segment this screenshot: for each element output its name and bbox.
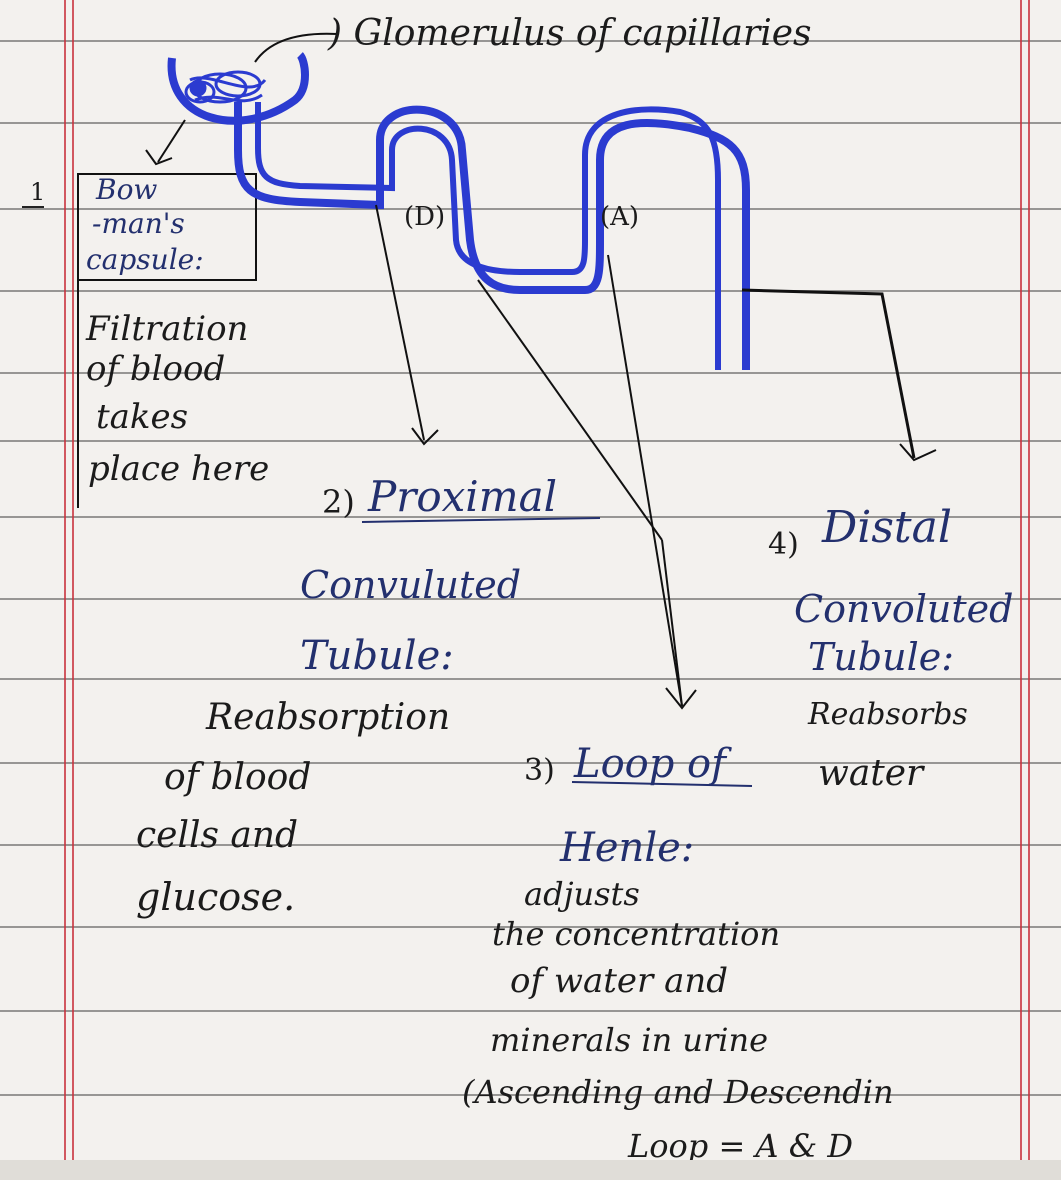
tubule-outer-wall [238,102,746,370]
proximal-desc-4: glucose. [136,878,295,916]
proximal-title-1: Proximal [368,476,557,518]
proximal-desc-1: Reabsorption [206,700,450,736]
glomerulus-label: ) Glomerulus of capillaries [328,16,812,52]
marker-descending: (D) [404,204,445,230]
proximal-number: 2) [322,486,355,518]
distal-title-3: Tubule: [808,638,954,676]
bowman-desc-1: Filtration [86,312,248,346]
proximal-pointer [376,205,424,440]
distal-title-1: Distal [822,506,952,550]
section-number: 1 [30,180,45,204]
bowman-title-3: capsule: [86,246,204,274]
bowman-desc-3: takes [96,400,188,434]
loop-number: 3) [524,756,555,786]
distal-desc-1: Reabsorbs [808,700,968,730]
marker-ascending: (A) [600,204,639,230]
bowman-desc-4: place here [88,452,269,486]
loop-desc-3: of water and [510,964,728,998]
loop-desc-4: minerals in urine [490,1024,768,1056]
distal-desc-2: water [818,756,923,792]
bowman-desc-2: of blood [86,352,225,386]
glomerulus-arrow [255,34,338,62]
bowman-arrow [158,120,185,162]
proximal-desc-2: of blood [164,760,311,796]
loop-desc-2: the concentration [492,918,780,950]
tubule-inner-wall [258,102,718,370]
distal-pointer [742,290,914,458]
proximal-desc-3: cells and [136,818,298,854]
bowman-title-2: -man's [92,210,185,238]
proximal-title-3: Tubule: [300,636,454,676]
loop-title-1: Loop of [574,744,726,784]
distal-title-2: Convoluted [794,590,1013,628]
glomerulus-capillaries [186,72,265,102]
page-bottom-edge [0,1160,1061,1180]
loop-desc-6: Loop = A & D [628,1130,853,1162]
bowman-title-1: Bow [96,176,157,204]
proximal-title-2: Convuluted [300,566,521,604]
loop-title-2: Henle: [560,828,694,868]
distal-number: 4) [768,530,799,560]
loop-desc-5: (Ascending and Descendin [462,1076,894,1108]
loop-desc-1: adjusts [524,878,640,910]
